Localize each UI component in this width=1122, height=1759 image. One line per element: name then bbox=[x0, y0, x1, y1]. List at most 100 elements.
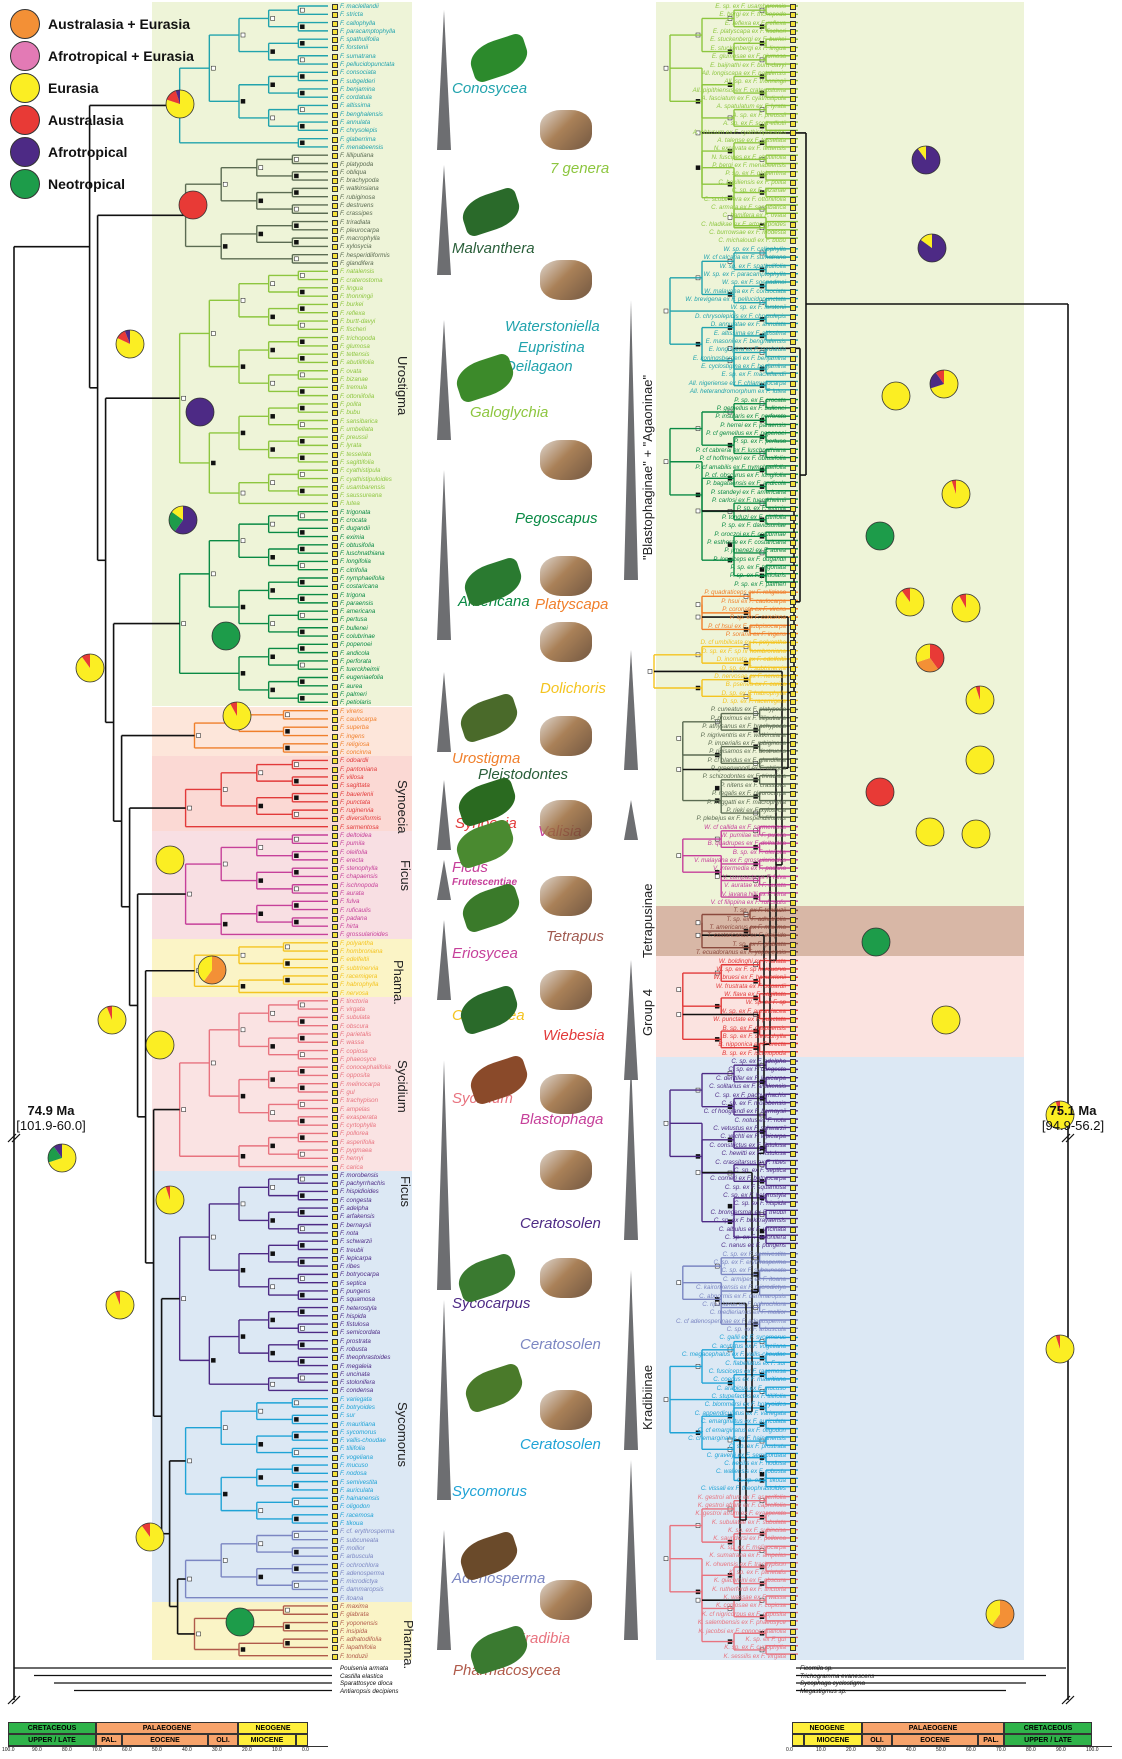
outgroup-tip-label: Ficomila sp. bbox=[800, 1665, 833, 1672]
tip-region-marker bbox=[332, 435, 338, 441]
time-tick-label: 80.0 bbox=[62, 1747, 72, 1753]
wasp-tip-label: P. sp. ex F. davidsoniae bbox=[646, 522, 786, 529]
wasp-tip-label: P. nitens ex F. crassipes bbox=[646, 782, 786, 789]
epoch-cell: UPPER / LATE bbox=[1004, 1734, 1092, 1746]
era-cell: NEOGENE bbox=[792, 1722, 862, 1734]
tip-region-marker bbox=[332, 278, 338, 284]
clade-arrow bbox=[437, 1060, 451, 1290]
wasp-tip-label: C. acutatus ex F. vogeliana bbox=[646, 1343, 786, 1350]
wasp-tip-label: K. ohuensis ex F. trachypison bbox=[646, 1561, 786, 1568]
ancestral-state-pie bbox=[862, 928, 890, 956]
epoch-cell bbox=[792, 1734, 804, 1746]
tip-region-marker bbox=[332, 228, 338, 234]
tip-region-marker bbox=[332, 1264, 338, 1270]
legend-item: Afrotropical bbox=[10, 136, 220, 168]
fig-tip-label: F. pungens bbox=[340, 1288, 370, 1295]
fig-tip-label: F. ampelas bbox=[340, 1106, 370, 1113]
time-tick-label: 10.0 bbox=[272, 1747, 282, 1753]
tip-region-marker bbox=[790, 1536, 796, 1542]
node-support-marker bbox=[271, 83, 275, 87]
fig-tip-label: F. arbuscula bbox=[340, 1553, 373, 1560]
epoch-cell: OLI. bbox=[862, 1734, 892, 1746]
tip-region-marker bbox=[790, 1277, 796, 1283]
fig-tip-label: F. eugeniaefolia bbox=[340, 674, 383, 681]
tip-region-marker bbox=[790, 1645, 796, 1651]
tip-region-marker bbox=[790, 1285, 796, 1291]
wasp-tip-label: P. coronata ex F. virens bbox=[646, 606, 786, 613]
fig-tip-label: F. subcuneata bbox=[340, 1537, 378, 1544]
tip-region-marker bbox=[790, 280, 796, 286]
tip-region-marker bbox=[790, 113, 796, 119]
tip-region-marker bbox=[790, 289, 796, 295]
tip-region-marker bbox=[332, 128, 338, 134]
legend-item: Australasia + Eurasia bbox=[10, 8, 220, 40]
tip-region-marker bbox=[790, 1009, 796, 1015]
tip-region-marker bbox=[332, 593, 338, 599]
wasp-tip-label: C. sp. ex F. bizanae bbox=[646, 187, 786, 194]
wasp-illustration bbox=[540, 1580, 592, 1620]
wasp-tip-label: K. subulatae ex F. subulata bbox=[646, 1519, 786, 1526]
tip-region-marker bbox=[332, 526, 338, 532]
fig-tip-label: F. oleifolia bbox=[340, 849, 367, 856]
wasp-tip-label: K. rutherfordi ex F. tinctoria bbox=[646, 1586, 786, 1593]
tip-region-marker bbox=[790, 1294, 796, 1300]
wasp-illustration bbox=[540, 876, 592, 916]
legend-label: Australasia + Eurasia bbox=[48, 16, 190, 32]
tip-region-marker bbox=[332, 1181, 338, 1187]
tip-region-marker bbox=[790, 372, 796, 378]
tip-region-marker bbox=[332, 1115, 338, 1121]
fig-tip-label: F. megaleia bbox=[340, 1363, 372, 1370]
tip-region-marker bbox=[790, 423, 796, 429]
fig-tip-label: F. prostrata bbox=[340, 1338, 371, 1345]
wasp-tip-label: C. galili ex F. sycomorus bbox=[646, 1334, 786, 1341]
wasp-tip-label: K. sessilis ex F. virgata bbox=[646, 1653, 786, 1660]
node-support-marker bbox=[294, 1583, 298, 1587]
tip-region-marker bbox=[790, 1453, 796, 1459]
ancestral-state-pie bbox=[48, 1144, 76, 1172]
tip-region-marker bbox=[332, 874, 338, 880]
fig-tip-label: F. usambarensis bbox=[340, 484, 385, 491]
wasp-illustration bbox=[540, 716, 592, 756]
tip-region-marker bbox=[790, 557, 796, 563]
tip-region-marker bbox=[332, 1214, 338, 1220]
ancestral-state-pie bbox=[866, 522, 894, 550]
wasp-section-label: Tetrapusinae bbox=[640, 884, 655, 958]
fig-tip-label: F. tesselata bbox=[340, 451, 371, 458]
fig-tip-label: F. consociata bbox=[340, 69, 376, 76]
node-support-marker bbox=[259, 912, 263, 916]
tip-region-marker bbox=[790, 155, 796, 161]
ancestral-state-pie bbox=[916, 644, 944, 672]
ancestral-state-pie bbox=[918, 234, 946, 262]
tip-region-marker bbox=[332, 750, 338, 756]
tip-region-marker bbox=[332, 1546, 338, 1552]
tip-region-marker bbox=[790, 264, 796, 270]
ancestral-state-pie bbox=[896, 588, 924, 616]
tip-region-marker bbox=[790, 975, 796, 981]
node-support-marker bbox=[271, 522, 275, 526]
tip-region-marker bbox=[332, 626, 338, 632]
node-support-marker bbox=[241, 539, 245, 543]
fig-tip-label: F. henryi bbox=[340, 1155, 363, 1162]
legend-label: Eurasia bbox=[48, 80, 99, 96]
fig-tip-label: F. vogeliana bbox=[340, 1454, 373, 1461]
tip-region-marker bbox=[790, 1268, 796, 1274]
node-support-marker bbox=[300, 630, 304, 634]
fig-tip-label: F. burtt-davyi bbox=[340, 318, 375, 325]
tip-region-marker bbox=[332, 949, 338, 955]
tip-region-marker bbox=[790, 322, 796, 328]
tip-region-marker bbox=[790, 841, 796, 847]
tip-region-marker bbox=[332, 825, 338, 831]
tip-region-marker bbox=[332, 1256, 338, 1262]
node-support-marker bbox=[259, 1575, 263, 1579]
wasp-tip-label: C. sp. ex F. adelpha bbox=[646, 1058, 786, 1065]
tip-region-marker bbox=[790, 833, 796, 839]
fig-tip-label: F. condensa bbox=[340, 1387, 373, 1394]
tip-region-marker bbox=[332, 394, 338, 400]
tip-region-marker bbox=[790, 791, 796, 797]
fig-tip-label: F. cf. erythrosperma bbox=[340, 1528, 395, 1535]
node-support-marker bbox=[300, 456, 304, 460]
node-support-marker bbox=[300, 1053, 304, 1057]
wasp-illustration bbox=[540, 1390, 592, 1430]
tip-region-marker bbox=[332, 1637, 338, 1643]
node-support-marker bbox=[300, 74, 304, 78]
